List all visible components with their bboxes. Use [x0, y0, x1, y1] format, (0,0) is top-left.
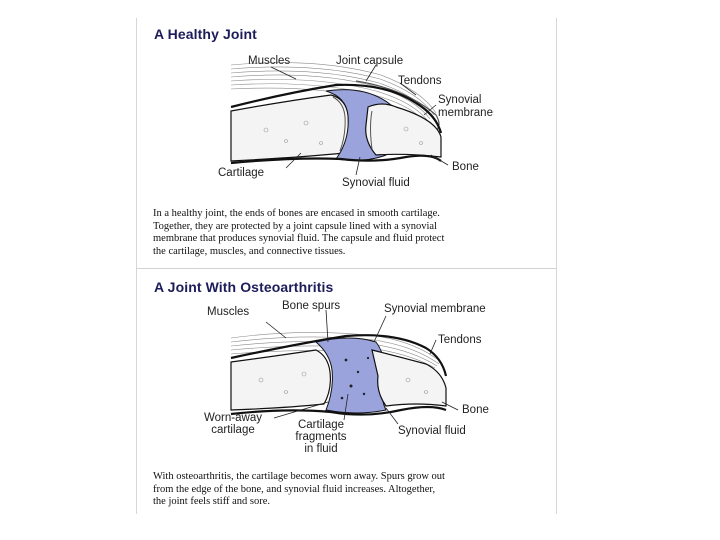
healthy-caption-line: the cartilage, muscles, and connective t…: [153, 245, 346, 257]
osteo-label-tendons: Tendons: [438, 334, 482, 346]
healthy-leader-lines: [270, 64, 449, 176]
osteo-joint-title: A Joint With Osteoarthritis: [154, 279, 334, 295]
healthy-label-synovial-1: Synovial: [438, 94, 482, 106]
healthy-bone-texture: [263, 120, 423, 145]
osteo-label-cartilage-fragments: Cartilage fragments in fluid: [285, 419, 357, 455]
osteo-label-worn-away-line: cartilage: [211, 424, 255, 436]
healthy-label-synovial-fluid: Synovial fluid: [342, 177, 410, 189]
healthy-label-synovial-2: membrane: [438, 107, 493, 119]
osteo-label-fragments-line: Cartilage: [297, 419, 345, 431]
osteo-label-muscles: Muscles: [207, 306, 250, 318]
healthy-label-tendons: Tendons: [398, 75, 442, 87]
healthy-caption: In a healthy joint, the ends of bones ar…: [153, 208, 444, 258]
osteo-label-synovial-membrane: Synovial membrane: [384, 303, 486, 315]
healthy-lower-capsule: [230, 154, 442, 165]
healthy-caption-line: Together, they are protected by a joint …: [153, 220, 438, 232]
healthy-caption-line: membrane that produces synovial fluid. T…: [153, 233, 445, 244]
healthy-joint-capsule: [230, 83, 443, 134]
osteo-cartilage-fragments: [340, 356, 370, 400]
osteo-left-bone: [230, 349, 331, 411]
healthy-joint-title: A Healthy Joint: [154, 26, 257, 42]
healthy-label-muscles: Muscles: [248, 55, 291, 67]
osteo-label-synovial-fluid: Synovial fluid: [398, 425, 466, 437]
healthy-joint-illustration: [230, 62, 449, 176]
osteo-label-worn-away-line: Worn-away: [204, 412, 262, 424]
osteo-caption-line: With osteoarthritis, the cartilage becom…: [153, 471, 445, 482]
healthy-left-bone: [230, 94, 350, 162]
healthy-cartilage-left: [332, 96, 346, 152]
osteo-leader-lines: [265, 309, 459, 425]
osteo-synovial-fluid-region: [314, 337, 387, 414]
osteo-joint-illustration: [230, 309, 459, 425]
osteo-label-bone-spurs: Bone spurs: [282, 300, 341, 312]
healthy-caption-line: In a healthy joint, the ends of bones ar…: [153, 208, 440, 219]
healthy-cartilage-right: [370, 110, 373, 150]
healthy-label-bone: Bone: [452, 161, 479, 173]
healthy-label-cartilage: Cartilage: [218, 167, 265, 179]
osteo-bone-texture: [258, 371, 428, 394]
healthy-right-bone: [365, 103, 442, 158]
section-divider: [136, 268, 556, 269]
osteo-caption-line: from the edge of the bone, and synovial …: [153, 483, 436, 495]
osteo-caption: With osteoarthritis, the cartilage becom…: [153, 471, 445, 509]
osteo-caption-line: the joint feels stiff and sore.: [153, 496, 271, 507]
osteo-label-fragments-line: fragments: [295, 431, 347, 443]
osteo-lower-capsule: [230, 405, 447, 416]
osteo-label-worn-away: Worn-away cartilage: [196, 412, 270, 436]
osteo-label-fragments-line: in fluid: [304, 443, 338, 455]
osteo-joint-capsule: [230, 334, 448, 377]
osteo-label-bone: Bone: [462, 404, 489, 416]
healthy-label-joint-capsule: Joint capsule: [336, 55, 404, 67]
